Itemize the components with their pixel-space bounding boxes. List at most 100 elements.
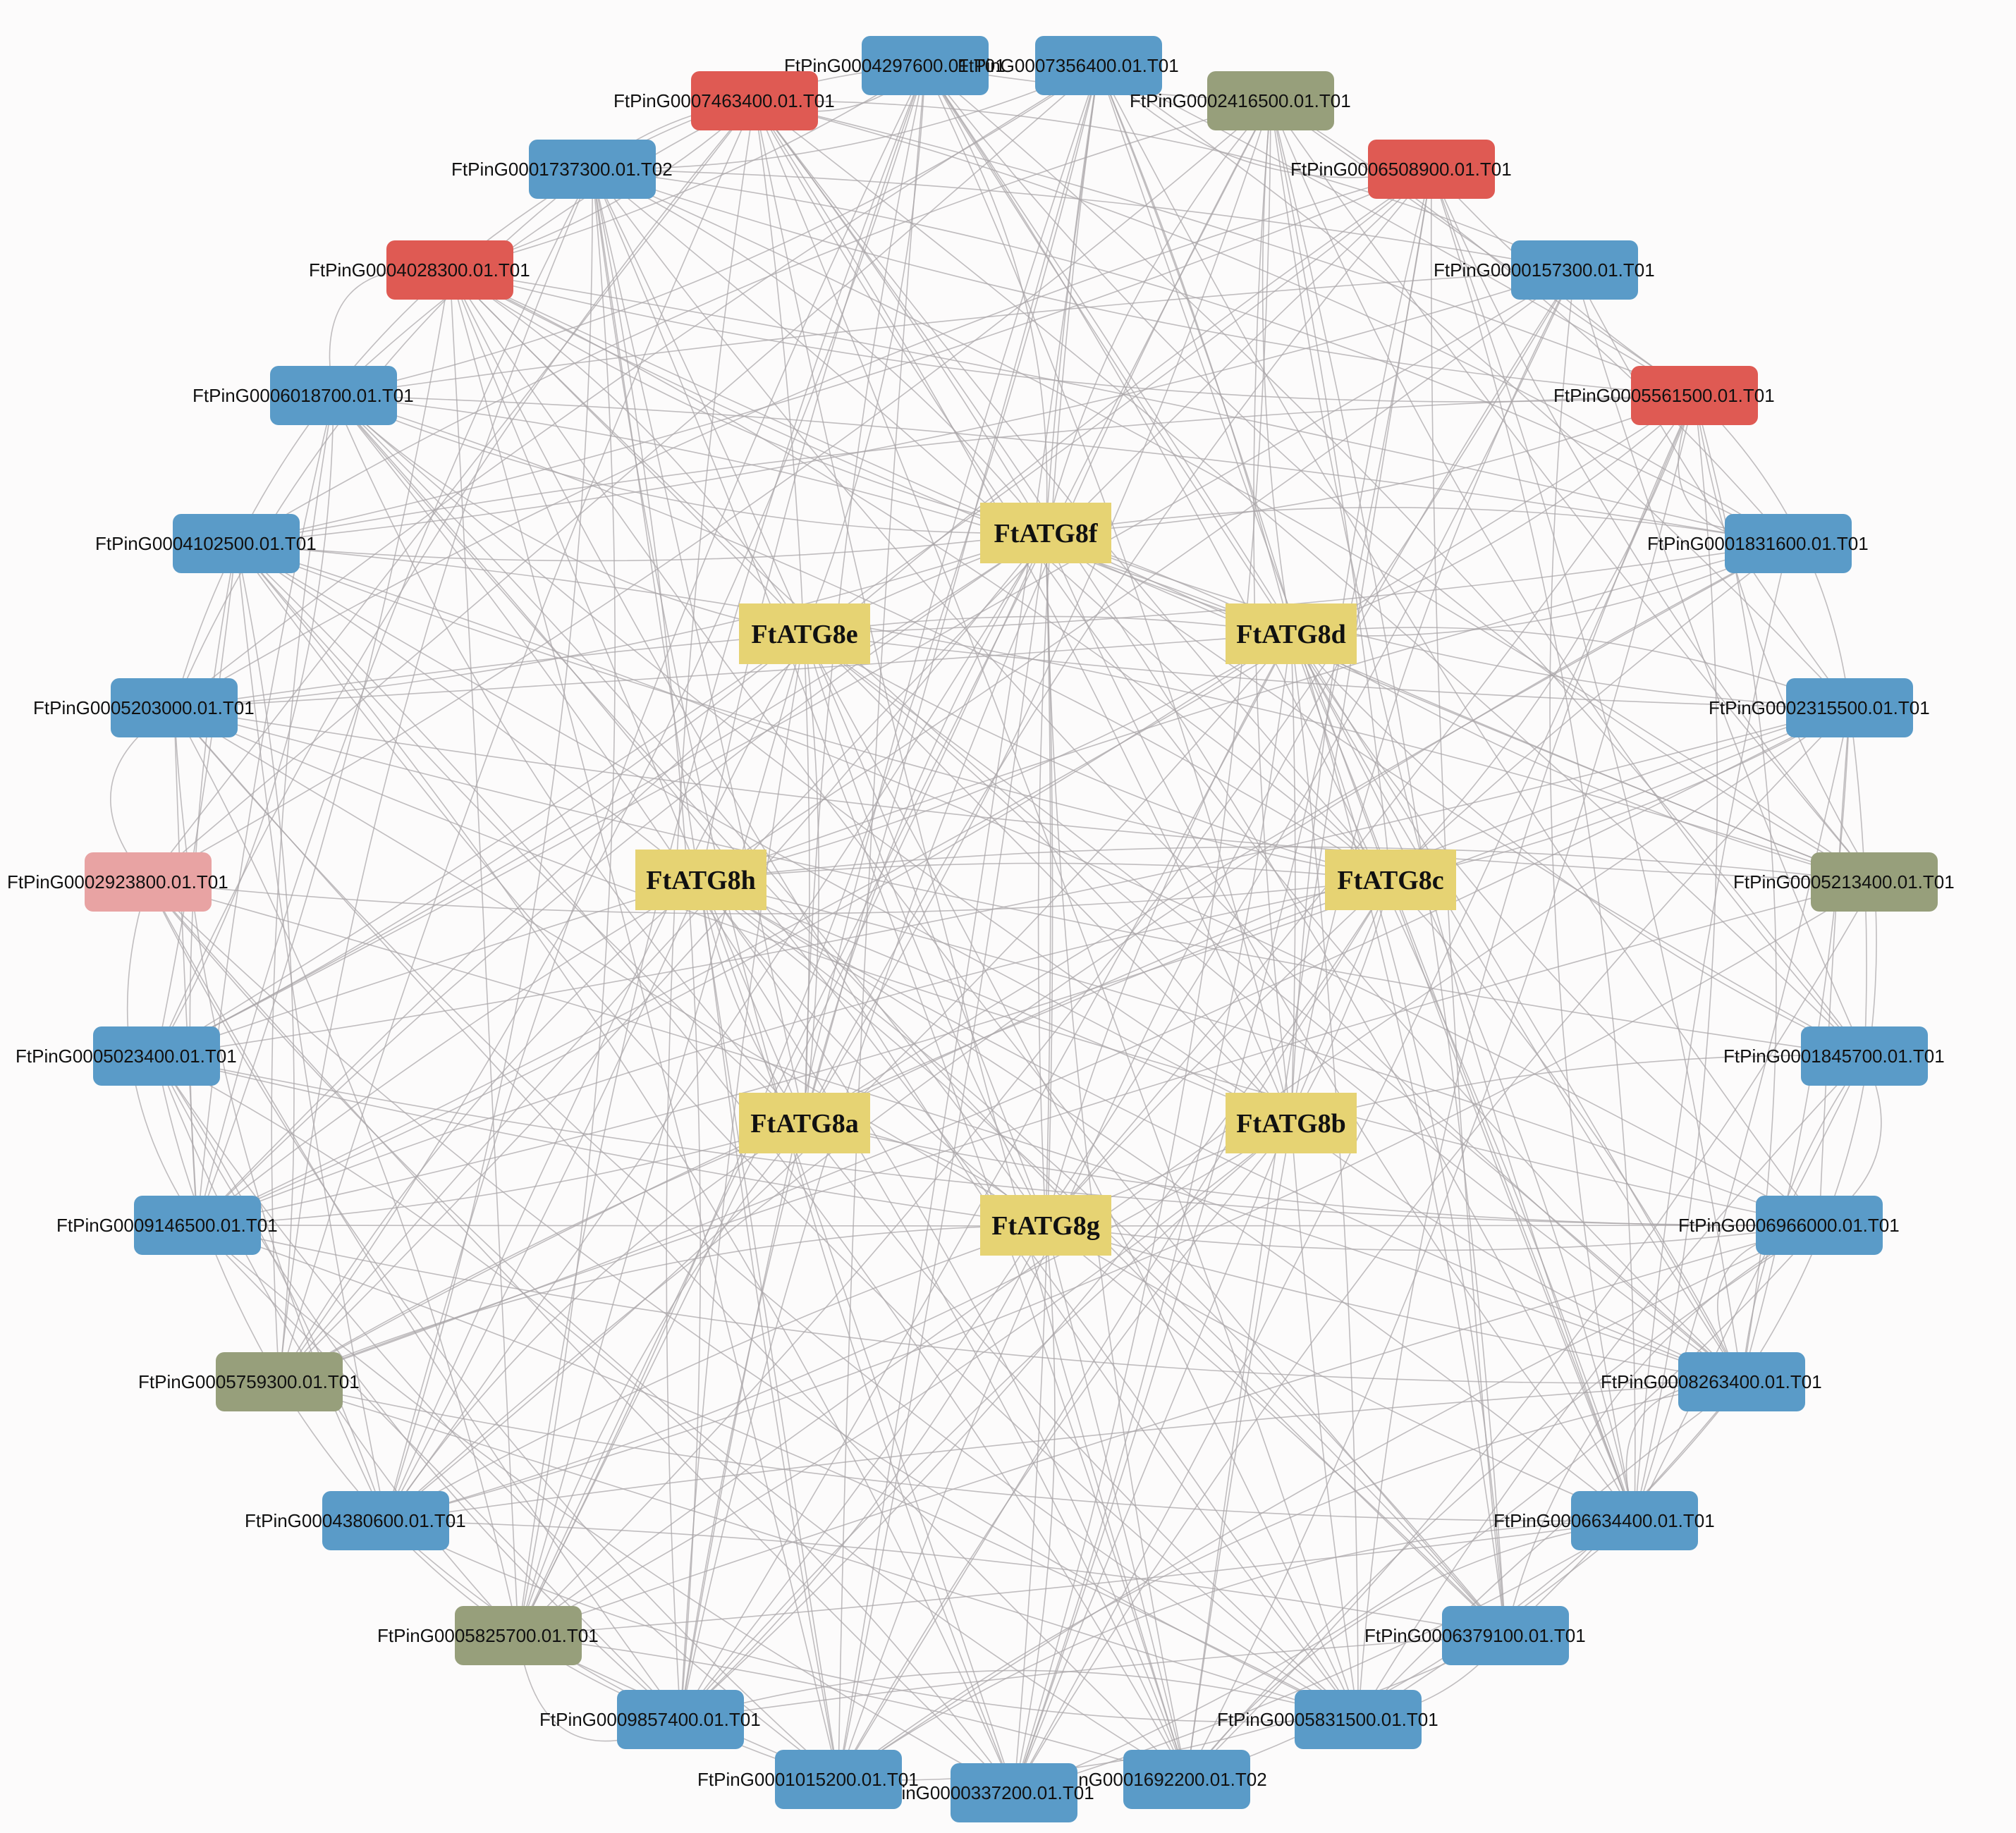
gene-node-label: FtPinG0001015200.01.T01 — [697, 1769, 919, 1790]
interaction-edge-205 — [700, 65, 926, 881]
gene-node-g17: FtPinG0000337200.01.T01 — [873, 1763, 1094, 1822]
interaction-edge-212 — [1045, 100, 1271, 534]
gene-node-label: FtPinG0006634400.01.T01 — [1493, 1510, 1715, 1531]
interaction-edge-237 — [1290, 633, 1875, 883]
interaction-edge-291 — [385, 1122, 805, 1521]
interaction-edge-116 — [385, 1381, 1742, 1521]
hub-node-label: FtATG8d — [1236, 620, 1346, 649]
interaction-edge-34 — [147, 100, 1271, 883]
interaction-edge-166 — [197, 1225, 681, 1720]
network-edges — [110, 65, 1882, 1794]
interaction-edge-297 — [279, 1122, 805, 1383]
interaction-edge-41 — [1186, 168, 1432, 1780]
gene-node-box — [1678, 1352, 1805, 1411]
interaction-edge-279 — [680, 879, 1391, 1720]
interaction-edge-351 — [700, 862, 1391, 881]
interaction-edge-192 — [156, 100, 755, 1057]
interaction-edge-271 — [1013, 879, 1391, 1794]
interaction-edge-79 — [1819, 707, 1850, 1226]
interaction-edge-303 — [197, 1122, 805, 1226]
interaction-edge-125 — [838, 1520, 1635, 1780]
interaction-edge-248 — [700, 879, 1742, 1383]
interaction-edge-72 — [1634, 543, 1789, 1521]
interaction-edge-319 — [333, 395, 1292, 634]
interaction-edge-215 — [804, 100, 1271, 1124]
interaction-edge-113 — [1357, 1381, 1742, 1720]
interaction-edge-88 — [1186, 881, 1875, 1780]
interaction-edge-83 — [518, 707, 1850, 1636]
interaction-edge-316 — [236, 543, 1292, 1124]
interaction-edge-253 — [1290, 633, 1635, 1521]
gene-node-g2: FtPinG0007356400.01.T01 — [958, 36, 1179, 95]
interaction-edge-258 — [700, 879, 1506, 1636]
interaction-edge-128 — [754, 100, 1635, 1521]
gene-node-box — [529, 140, 656, 199]
interaction-edge-329 — [449, 269, 1292, 1124]
interaction-edge-24 — [592, 65, 1099, 170]
interaction-edge-74 — [333, 395, 1789, 544]
interaction-edge-105 — [838, 1225, 1820, 1780]
hub-node-label: FtATG8b — [1236, 1109, 1346, 1139]
interaction-edge-159 — [385, 1520, 839, 1780]
interaction-edge-183 — [279, 100, 755, 1383]
gene-node-label: FtPinG0001845700.01.T01 — [1723, 1046, 1945, 1067]
interaction-edge-332 — [592, 168, 805, 1124]
interaction-edge-65 — [1186, 395, 1695, 1780]
interaction-edge-153 — [197, 1225, 1015, 1794]
interaction-edge-1 — [924, 65, 1875, 883]
interaction-edge-347 — [700, 633, 1292, 881]
interaction-edge-161 — [147, 881, 839, 1780]
interaction-edge-209 — [1098, 65, 1292, 634]
interaction-edge-243 — [700, 879, 1820, 1226]
interaction-edge-232 — [804, 633, 1850, 709]
interaction-edge-312 — [173, 707, 1046, 1226]
gene-node-g26: FtPinG0005203000.01.T01 — [33, 678, 255, 737]
gene-node-box — [1631, 366, 1758, 425]
hub-node-box — [739, 603, 870, 664]
interaction-edge-67 — [197, 395, 1695, 1226]
interaction-edge-355 — [1290, 879, 1391, 1124]
gene-node-box — [1442, 1606, 1569, 1665]
interaction-edge-29 — [1270, 100, 1635, 1521]
interaction-edge-268 — [1013, 532, 1053, 1794]
interaction-edge-320 — [333, 395, 1391, 881]
interaction-edge-26 — [1270, 100, 1789, 544]
interaction-edge-256 — [1045, 1225, 1635, 1521]
interaction-edge-87 — [1741, 881, 1877, 1383]
interaction-edge-6 — [518, 65, 926, 1636]
interaction-edge-223 — [1390, 395, 1695, 881]
interaction-edge-132 — [385, 1520, 1506, 1636]
interaction-edge-20 — [518, 65, 1099, 1636]
interaction-edge-167 — [156, 1055, 681, 1720]
interaction-edge-328 — [449, 269, 805, 1124]
interaction-edge-310 — [173, 633, 805, 709]
interaction-edge-211 — [1037, 65, 1099, 1226]
interaction-edge-150 — [333, 395, 1187, 1780]
interaction-edge-318 — [333, 395, 805, 634]
gene-node-g16: FtPinG0001692200.01.T02 — [1046, 1750, 1267, 1809]
interaction-edge-286 — [518, 1122, 1292, 1636]
gene-node-g29: FtPinG0004028300.01.T01 — [309, 240, 530, 300]
interaction-edge-337 — [754, 100, 1292, 1124]
gene-node-label: FtPinG0006966000.01.T01 — [1678, 1215, 1900, 1236]
gene-node-g8: FtPinG0002315500.01.T01 — [1709, 678, 1930, 737]
gene-node-g11: FtPinG0006966000.01.T01 — [1678, 1196, 1900, 1255]
hub-node-FtATG8g: FtATG8g — [980, 1195, 1111, 1256]
gene-node-label: FtPinG0009857400.01.T01 — [539, 1709, 761, 1730]
hub-node-box — [1226, 1093, 1357, 1153]
interaction-edge-66 — [1013, 395, 1695, 1794]
gene-node-g30: FtPinG0001737300.01.T02 — [451, 140, 673, 199]
interaction-edge-198 — [333, 100, 755, 396]
interaction-edge-257 — [1290, 633, 1506, 1636]
gene-node-box — [1811, 852, 1938, 912]
gene-node-label: FtPinG0007463400.01.T01 — [613, 90, 835, 111]
gene-node-label: FtPinG0005203000.01.T01 — [33, 697, 255, 718]
interaction-edge-295 — [279, 879, 702, 1383]
hub-node-box — [1226, 603, 1357, 664]
interaction-edge-250 — [1290, 1122, 1742, 1383]
interaction-edge-137 — [385, 1520, 1359, 1723]
interaction-edge-204 — [924, 65, 1292, 634]
interaction-edge-349 — [1290, 633, 1296, 1124]
interaction-edge-219 — [700, 269, 1575, 881]
